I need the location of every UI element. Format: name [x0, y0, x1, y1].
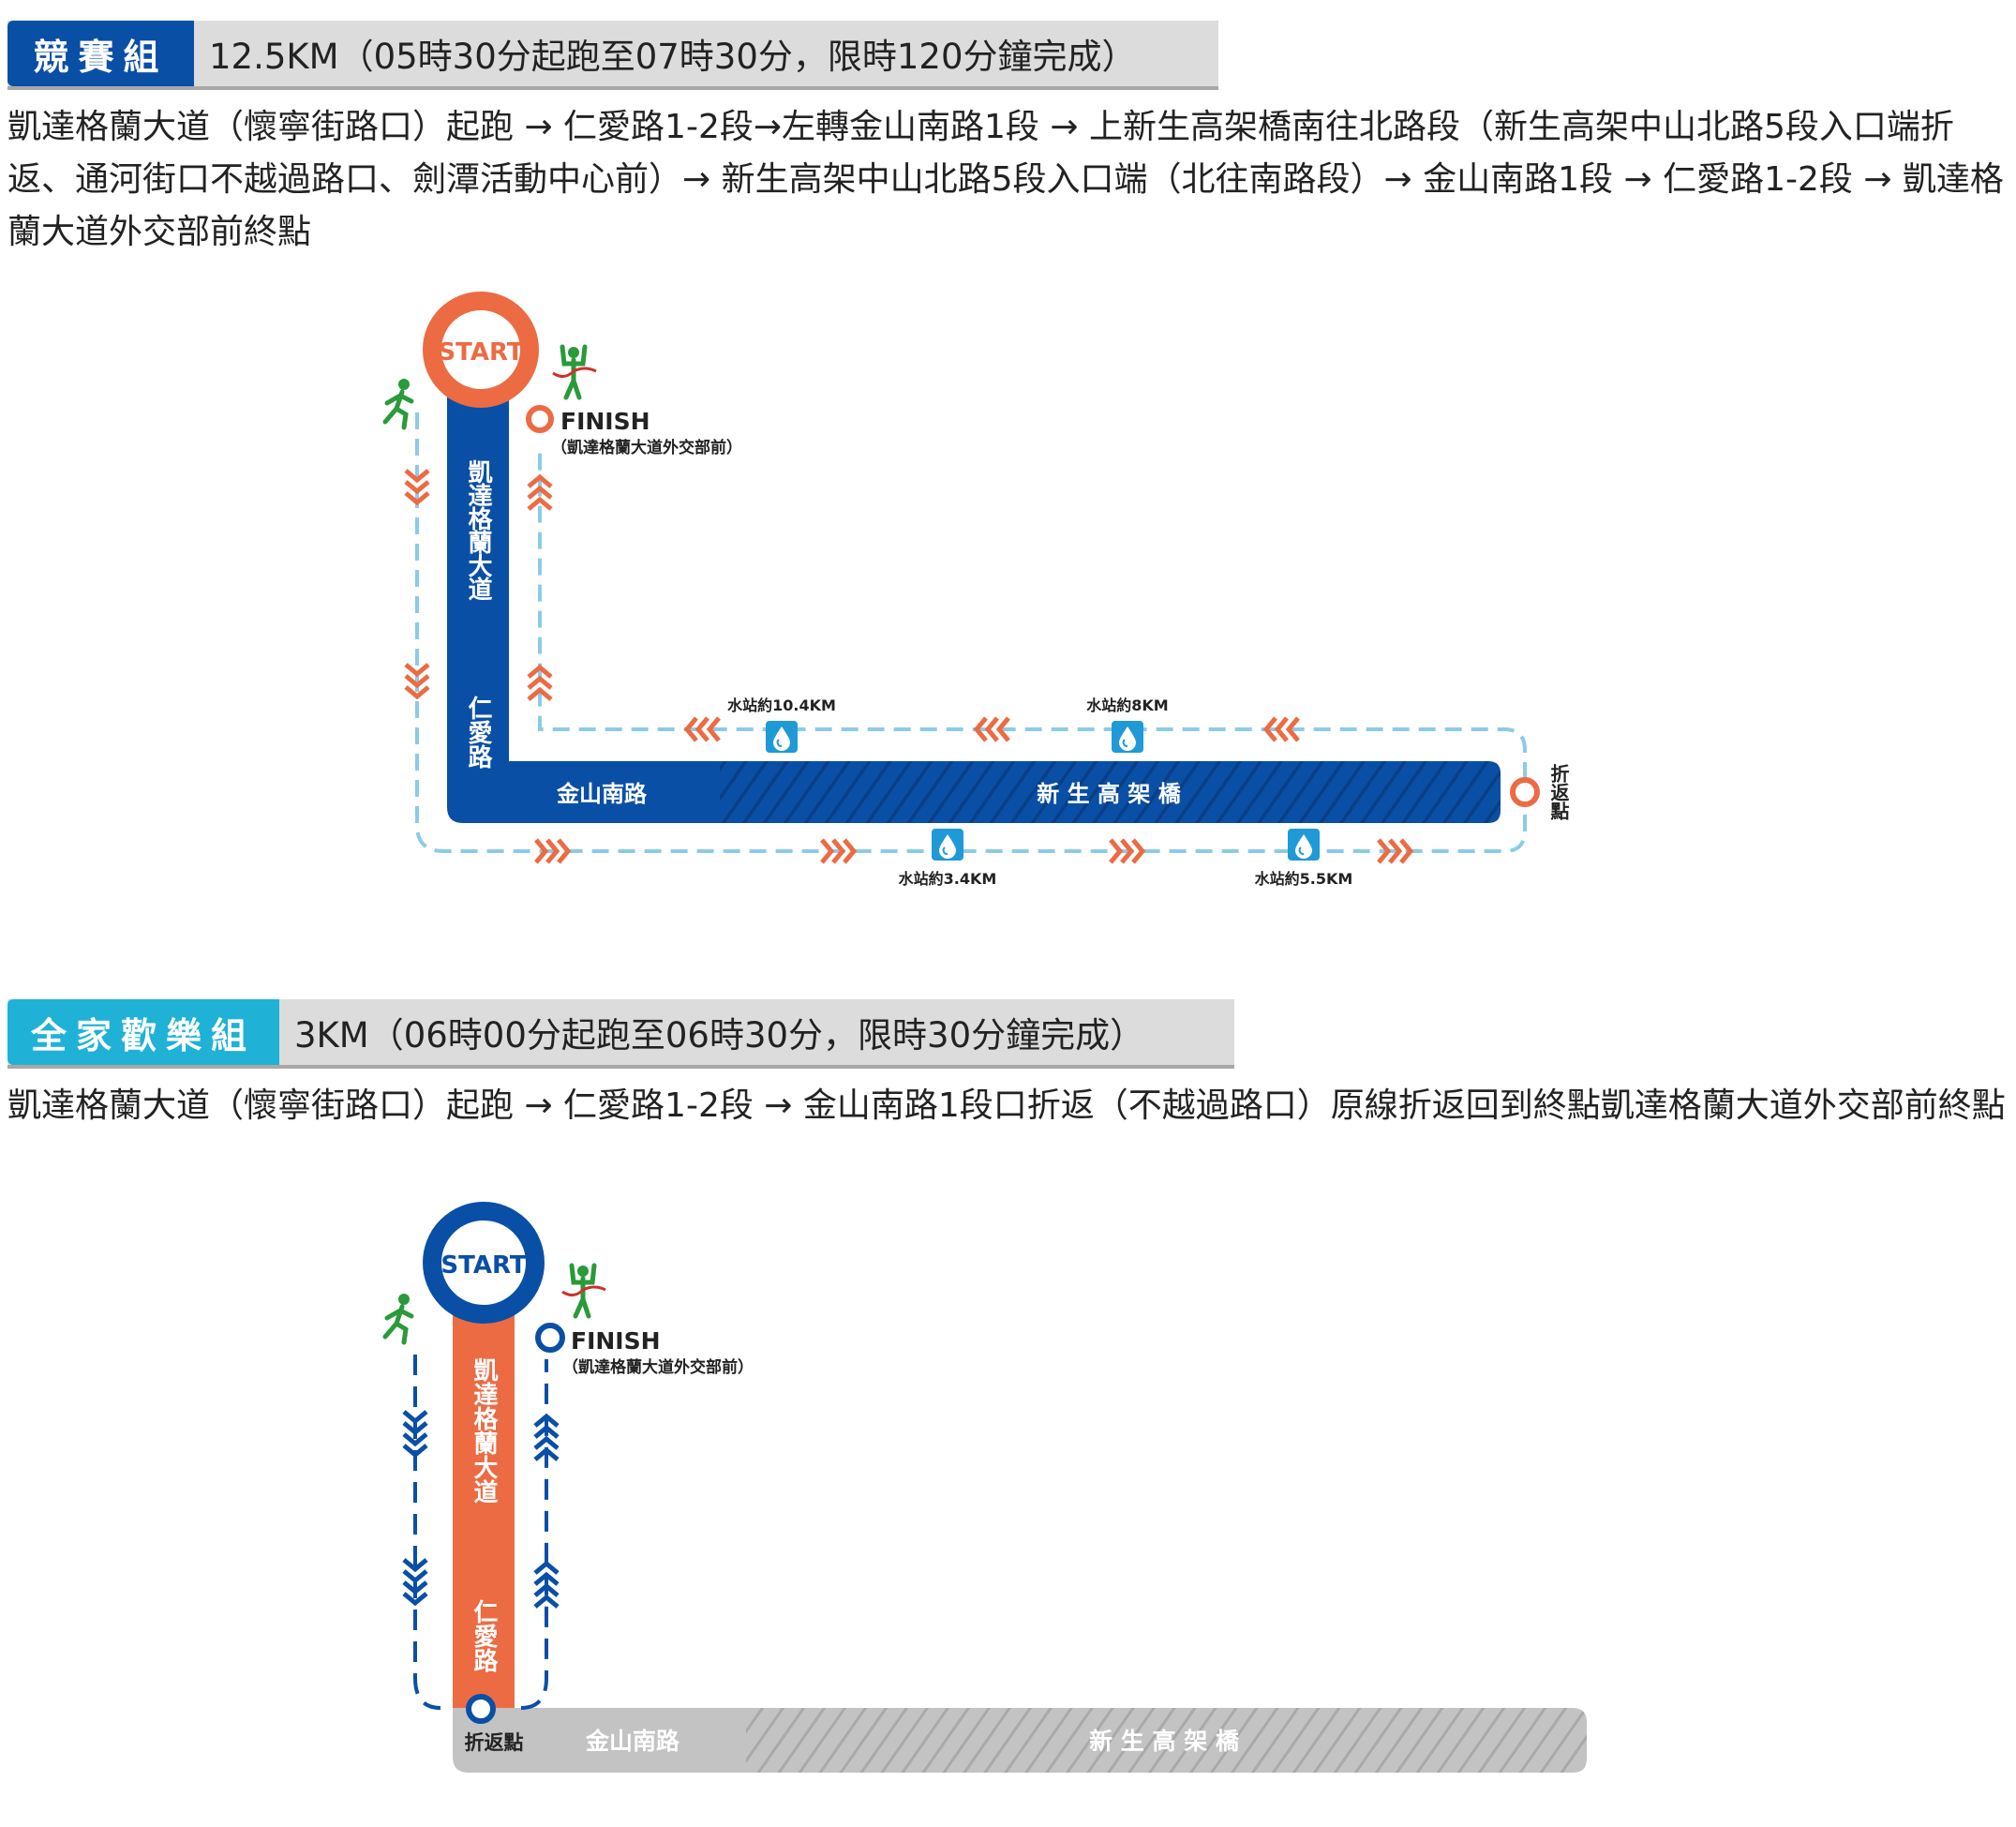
road-label-jinshan: 金山南路 [585, 1728, 680, 1755]
finish-note: （凱達格蘭大道外交部前） [551, 438, 742, 457]
road-label-renai: 仁愛路 [464, 696, 492, 769]
finish-note: （凱達格蘭大道外交部前） [562, 1357, 754, 1377]
road-label-xinsheng: 新 生 高 架 橋 [1037, 781, 1181, 807]
road-label-jinshan: 金山南路 [556, 781, 648, 807]
race-route-map: START FINISH （凱達格蘭大道外交部前） 凱達格蘭大道 仁愛路 金山南… [385, 292, 1570, 888]
road-elevated-hatched-gray [746, 1708, 1587, 1773]
family-summary: 3KM（06時00分起跑至06時30分，限時30分鐘完成） [294, 1015, 1145, 1056]
turnaround-marker [1510, 777, 1540, 807]
road-label-renai: 仁愛路 [470, 1599, 498, 1672]
runner-icon [385, 1294, 411, 1342]
water-station-label: 水站約10.4KM [727, 696, 836, 714]
road-gray-horizontal [453, 1708, 746, 1773]
finish-marker [535, 1323, 565, 1353]
water-drop-icon [765, 720, 799, 754]
water-drop-icon [1287, 828, 1321, 861]
finish-label: FINISH [560, 408, 650, 435]
race-summary: 12.5KM（05時30分起跑至07時30分，限時120分鐘完成） [209, 37, 1137, 77]
water-drop-icon [1111, 720, 1144, 754]
road-label-ketagalan: 凱達格蘭大道 [470, 1357, 498, 1504]
chevron-up-icon [535, 1564, 558, 1607]
road-vertical-blue [447, 394, 720, 823]
turnaround-label: 折返點 [1547, 763, 1570, 821]
water-station-label: 水站約3.4KM [899, 870, 997, 888]
start-marker [423, 1202, 545, 1324]
race-route-description: 凱達格蘭大道（懷寧街路口）起跑 → 仁愛路1-2段→左轉金山南路1段 → 上新生… [7, 108, 2004, 251]
runner-icon [385, 379, 411, 427]
road-elevated-hatched [720, 761, 1501, 823]
outbound-dashed-path [415, 412, 1527, 853]
road-vertical-orange [453, 1312, 515, 1708]
water-station-label: 水站約8KM [1086, 696, 1168, 714]
road-label-ketagalan: 凱達格蘭大道 [464, 459, 492, 601]
start-label: START [441, 1251, 526, 1280]
section-header-race: 競賽組 12.5KM（05時30分起跑至07時30分，限時120分鐘完成） [7, 21, 1218, 90]
water-station-label: 水站約5.5KM [1255, 870, 1353, 888]
section-header-family: 全家歡樂組 3KM（06時00分起跑至06時30分，限時30分鐘完成） [7, 999, 1234, 1069]
category-tag-race: 競賽組 [7, 21, 194, 86]
chevron-down-icon [404, 1412, 426, 1455]
water-drop-icon [931, 828, 964, 861]
start-marker [423, 292, 539, 408]
family-route-description: 凱達格蘭大道（懷寧街路口）起跑 → 仁愛路1-2段 → 金山南路1段口折返（不越… [7, 1086, 2006, 1125]
turnaround-label: 折返點 [465, 1731, 524, 1754]
finish-runner-icon [562, 1265, 605, 1316]
finish-label: FINISH [571, 1327, 661, 1355]
start-label: START [438, 338, 523, 367]
family-route-map: START FINISH （凱達格蘭大道外交部前） 凱達格蘭大道 仁愛路 折返點… [385, 1202, 1587, 1773]
dashed-route-loop [413, 1355, 548, 1710]
road-label-xinsheng: 新 生 高 架 橋 [1089, 1728, 1240, 1755]
finish-marker [526, 405, 554, 433]
turnaround-marker [466, 1694, 496, 1724]
category-tag-family: 全家歡樂組 [7, 999, 279, 1065]
finish-runner-icon [553, 347, 596, 397]
